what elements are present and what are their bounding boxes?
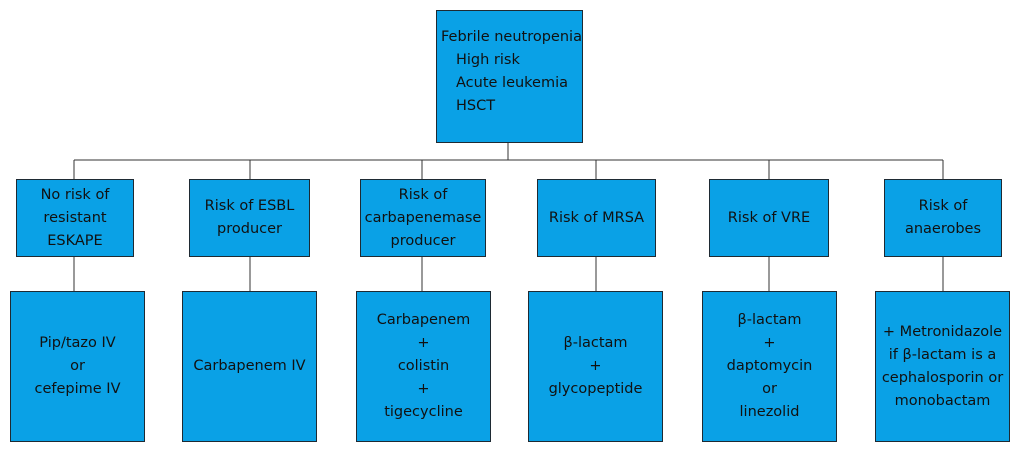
treatment-3-line-3: colistin xyxy=(397,358,450,374)
risk-6-line-2: anaerobes xyxy=(904,221,982,237)
risk-3-line-3: producer xyxy=(390,232,456,249)
treatment-node-piptazo-or-cefepime: Pip/tazo IV or cefepime IV xyxy=(10,291,145,442)
treatment-3-line-4: + xyxy=(417,381,430,397)
risk-2-line-2: producer xyxy=(217,221,282,237)
treatment-1-line-1: Pip/tazo IV xyxy=(39,335,116,351)
treatment-5-line-2: + xyxy=(763,335,776,351)
treatment-1-line-3: cefepime IV xyxy=(34,381,121,397)
treatment-5-line-5: linezolid xyxy=(739,404,800,420)
risk-1-line-2: resistant xyxy=(43,209,107,226)
root-node-febrile-neutropenia: Febrile neutropenia High risk Acute leuk… xyxy=(436,10,583,143)
root-title: Febrile neutropenia xyxy=(441,29,582,45)
risk-node-esbl-producer: Risk of ESBL producer xyxy=(189,179,310,257)
root-criterion-high-risk: High risk xyxy=(456,52,520,68)
treatment-node-betalactam-glycopeptide: β-lactam + glycopeptide xyxy=(528,291,663,442)
treatment-3-line-1: Carbapenem xyxy=(376,312,471,328)
treatment-6-line-4: monobactam xyxy=(894,392,991,409)
treatment-node-carbapenem: Carbapenem IV xyxy=(182,291,317,442)
treatment-4-line-1: β-lactam xyxy=(563,335,628,351)
risk-6-line-1: Risk of xyxy=(918,198,968,214)
treatment-6-line-3: cephalosporin or xyxy=(881,369,1004,386)
risk-5-line-1: Risk of VRE xyxy=(727,209,811,226)
treatment-6-line-2: if β-lactam is a xyxy=(888,346,997,363)
risk-1-line-1: No risk of xyxy=(40,186,110,203)
risk-3-line-2: carbapenemase xyxy=(364,209,482,226)
treatment-5-line-3: daptomycin xyxy=(726,358,813,374)
risk-node-mrsa: Risk of MRSA xyxy=(537,179,656,257)
treatment-node-betalactam-daptomycin-linezolid: β-lactam + daptomycin or linezolid xyxy=(702,291,837,442)
risk-node-carbapenemase-producer: Risk of carbapenemase producer xyxy=(360,179,486,257)
risk-3-line-1: Risk of xyxy=(398,186,448,203)
treatment-2-line-1: Carbapenem IV xyxy=(193,358,306,374)
treatment-4-line-3: glycopeptide xyxy=(548,381,643,397)
treatment-5-line-1: β-lactam xyxy=(737,312,802,328)
risk-node-anaerobes: Risk of anaerobes xyxy=(884,179,1002,257)
treatment-5-line-4: or xyxy=(762,381,777,397)
root-criterion-hsct: HSCT xyxy=(456,98,496,114)
risk-1-line-3: ESKAPE xyxy=(47,232,103,249)
risk-2-line-1: Risk of ESBL xyxy=(204,198,295,214)
treatment-3-line-5: tigecycline xyxy=(384,404,463,420)
treatment-3-line-2: + xyxy=(417,335,430,351)
treatment-6-line-1: + Metronidazole xyxy=(882,323,1003,340)
risk-node-no-resistant-eskape: No risk of resistant ESKAPE xyxy=(16,179,134,257)
root-criterion-acute-leukemia: Acute leukemia xyxy=(456,75,569,91)
treatment-node-carbapenem-colistin-tigecycline: Carbapenem + colistin + tigecycline xyxy=(356,291,491,442)
treatment-1-line-2: or xyxy=(70,358,85,374)
risk-4-line-1: Risk of MRSA xyxy=(548,209,645,226)
treatment-4-line-2: + xyxy=(589,358,602,374)
risk-node-vre: Risk of VRE xyxy=(709,179,829,257)
treatment-node-metronidazole: + Metronidazole if β-lactam is a cephalo… xyxy=(875,291,1010,442)
